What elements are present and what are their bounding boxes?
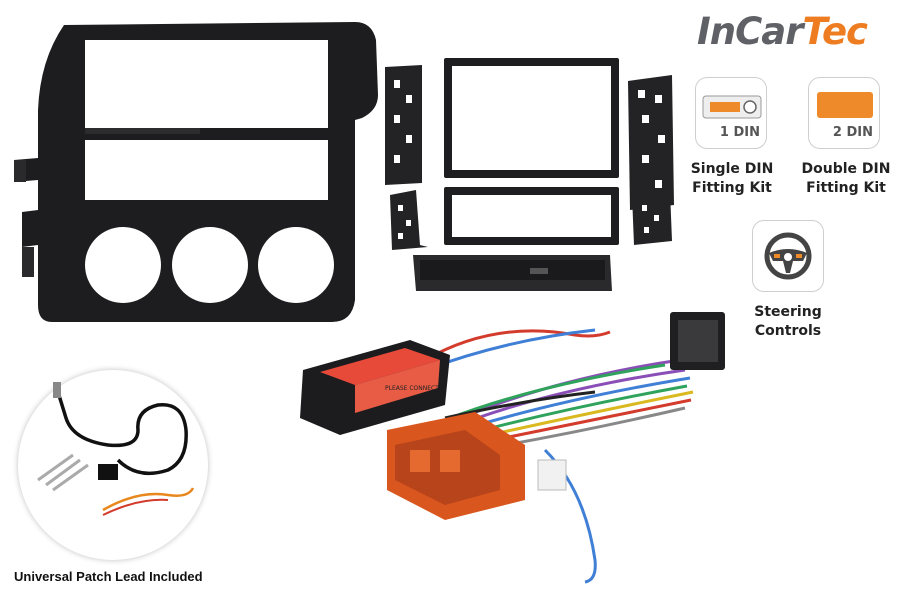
double-din-label: 2 DIN [832, 125, 873, 140]
double-din-fascia-image [14, 22, 378, 322]
steering-wheel-icon [764, 232, 812, 280]
steering-caption-line1: Steering [754, 304, 822, 320]
single-din-caption-line2: Fitting Kit [692, 180, 772, 196]
brand-logo-part2: Tec [802, 10, 867, 53]
mounting-brackets-image [385, 58, 674, 291]
single-din-caption-line1: Single DIN [690, 161, 774, 177]
brand-logo-part1: InCar [697, 10, 803, 53]
single-din-radio-icon [702, 95, 762, 119]
steering-badge [752, 220, 824, 292]
double-din-radio-icon [817, 92, 873, 118]
module-label: PLEASE CONNECT [385, 385, 439, 392]
double-din-caption-line2: Fitting Kit [806, 180, 886, 196]
brand-logo: InCarTec [697, 10, 868, 53]
single-din-badge: 1 DIN [695, 77, 767, 149]
steering-caption: Steering Controls [736, 303, 840, 341]
single-din-label: 1 DIN [719, 125, 760, 140]
double-din-caption: Double DIN Fitting Kit [794, 160, 898, 198]
patch-lead-caption: Universal Patch Lead Included [14, 569, 203, 584]
double-din-badge: 2 DIN [808, 77, 880, 149]
patch-lead-image [37, 382, 195, 516]
steering-caption-line2: Controls [754, 323, 822, 339]
wiring-harness-image: PLEASE CONNECT [300, 312, 725, 584]
double-din-caption-line1: Double DIN [801, 161, 891, 177]
single-din-caption: Single DIN Fitting Kit [680, 160, 784, 198]
